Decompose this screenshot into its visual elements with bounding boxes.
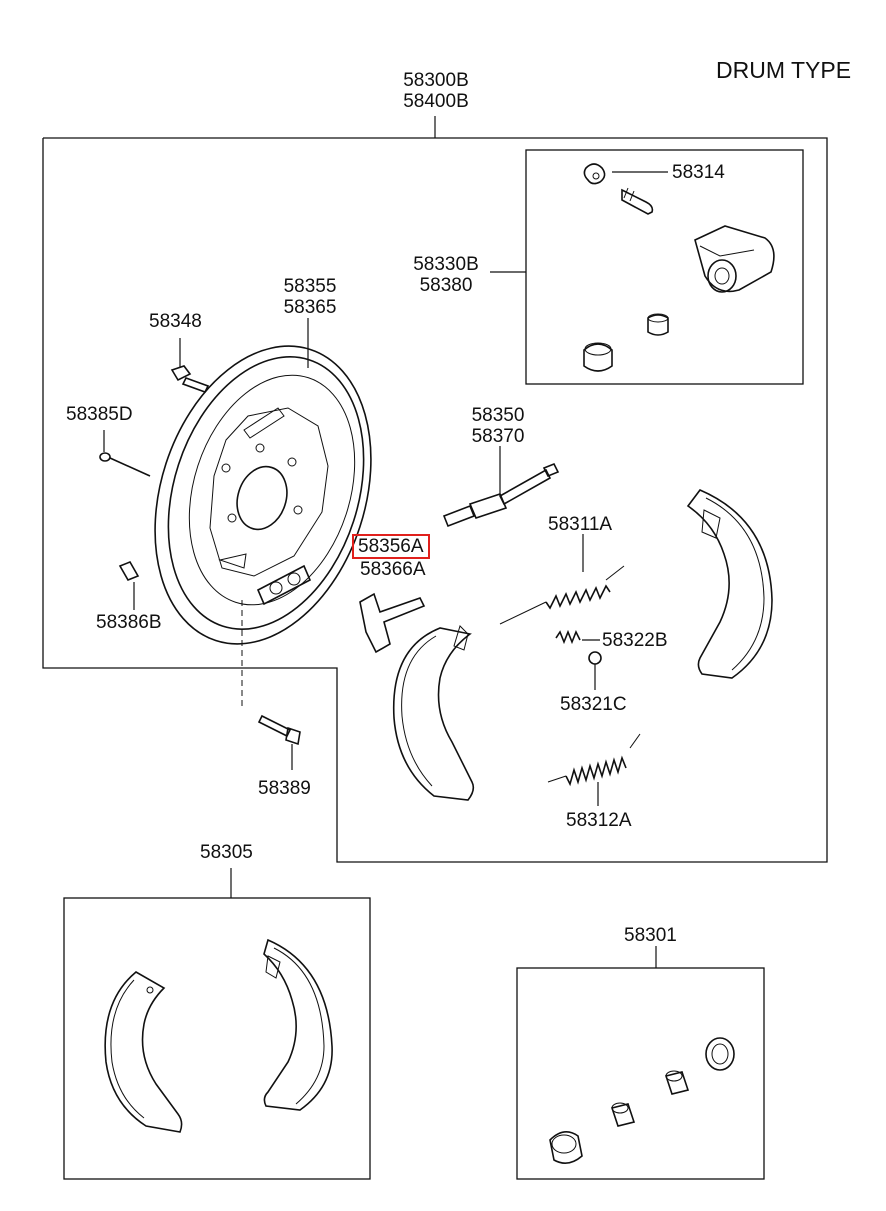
label-58305[interactable]: 58305 (200, 842, 253, 863)
cylinder-cups (583, 313, 669, 372)
label-58386b[interactable]: 58386B (96, 612, 162, 633)
label-58321c[interactable]: 58321C (560, 694, 627, 715)
label-assembly-main[interactable]: 58300B 58400B (396, 70, 476, 112)
brake-shoe-right-part (686, 489, 773, 679)
shoe-kit-right-part (263, 938, 333, 1111)
page-title: DRUM TYPE (716, 57, 852, 83)
backing-plate-part (154, 318, 372, 645)
upper-spring-part (499, 534, 625, 625)
cylinder-kit-parts (549, 1037, 735, 1164)
label-58370: 58370 (471, 426, 525, 447)
label-58350: 58350 (471, 405, 525, 426)
cylinder-kit-box (516, 967, 765, 1180)
pin-part (99, 430, 151, 477)
wheel-cylinder-part (694, 225, 775, 293)
label-58330b: 58330B (413, 254, 479, 275)
label-58356a-highlighted: 58356A (352, 534, 430, 559)
label-58380: 58380 (419, 275, 473, 296)
brake-shoe-left-part (392, 625, 475, 801)
label-58301[interactable]: 58301 (624, 925, 677, 946)
label-wheel-cylinder[interactable]: 58330B 58380 (406, 254, 486, 296)
wheel-cylinder-box (525, 149, 804, 385)
shoe-kit-left-part (104, 971, 183, 1133)
label-58311a[interactable]: 58311A (548, 514, 613, 535)
label-adjuster[interactable]: 58350 58370 (458, 405, 538, 447)
label-58400b: 58400B (403, 91, 469, 112)
label-58355: 58355 (283, 276, 337, 297)
small-spring-part (555, 629, 602, 690)
label-backing-plate[interactable]: 58355 58365 (270, 276, 350, 318)
bottom-bolt-part (241, 600, 301, 770)
lever-part (359, 592, 426, 654)
plug-part (118, 560, 140, 610)
label-58385d[interactable]: 58385D (66, 404, 133, 425)
lower-spring-part (547, 733, 641, 806)
label-58312a[interactable]: 58312A (566, 810, 632, 831)
label-58389[interactable]: 58389 (258, 778, 311, 799)
label-58300b: 58300B (403, 70, 469, 91)
bleeder-screw-part (583, 163, 668, 215)
shoe-kit-box (63, 897, 371, 1180)
adjuster-part (442, 446, 560, 528)
label-58348[interactable]: 58348 (149, 311, 202, 332)
label-lever[interactable]: 58356A 58366A (352, 534, 430, 580)
top-bolt-part (170, 338, 210, 393)
assembly-outline (42, 137, 828, 863)
label-58366a: 58366A (360, 559, 426, 580)
label-58365: 58365 (283, 297, 337, 318)
label-58322b[interactable]: 58322B (602, 630, 668, 651)
label-58314[interactable]: 58314 (672, 162, 725, 183)
